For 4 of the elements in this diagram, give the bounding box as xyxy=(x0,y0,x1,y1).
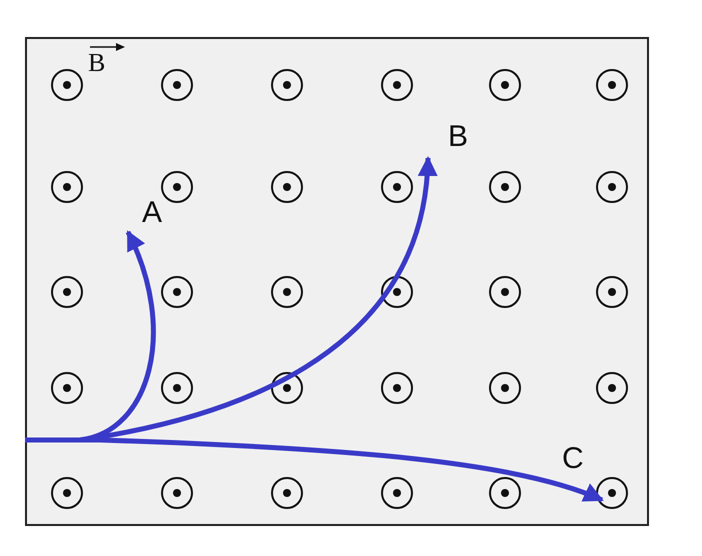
path-label: B xyxy=(448,122,468,152)
field-label: B xyxy=(88,48,106,78)
path-label: A xyxy=(142,198,162,228)
path-label: C xyxy=(562,444,584,474)
